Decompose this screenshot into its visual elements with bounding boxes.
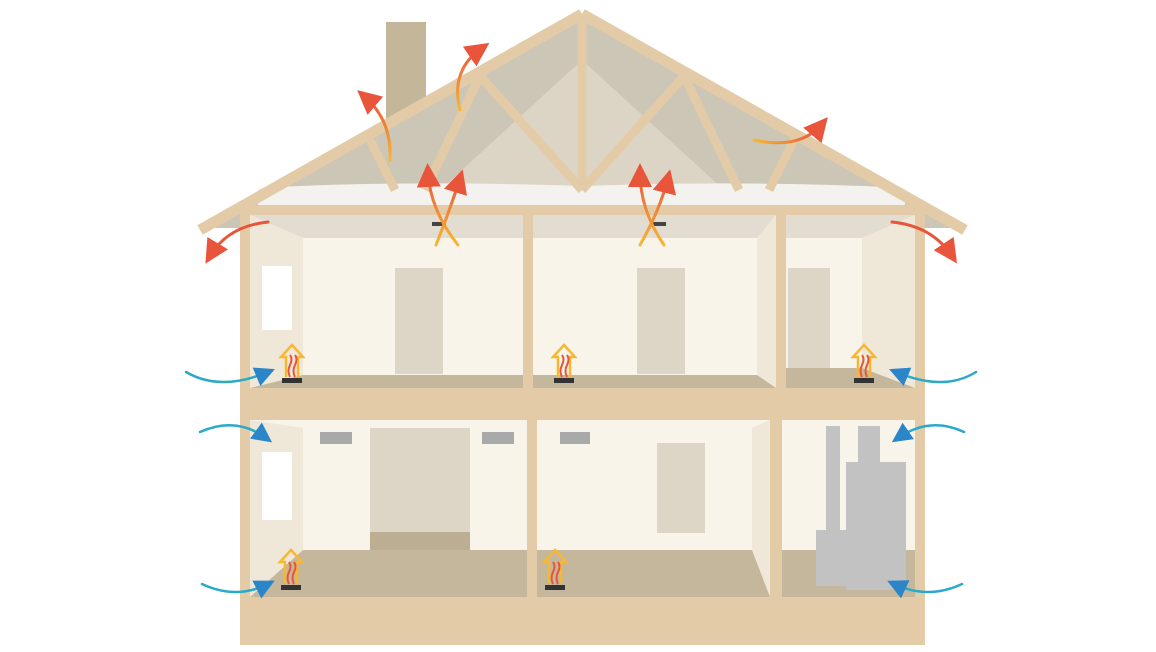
register-heat-icon	[550, 343, 578, 383]
warm-air-arrow	[205, 220, 270, 264]
attic-insulation	[258, 183, 905, 206]
wall-vent	[482, 432, 514, 444]
register-heat-icon	[277, 548, 305, 590]
furnace	[816, 426, 906, 590]
warm-air-arrow	[456, 42, 490, 112]
wall-vent	[560, 432, 590, 444]
window	[262, 266, 292, 330]
warm-air-arrow	[638, 169, 677, 247]
warm-air-arrow	[416, 163, 460, 247]
cold-air-arrow	[887, 580, 964, 599]
door	[788, 268, 830, 368]
ceiling-light	[652, 222, 666, 226]
cold-air-arrow	[889, 367, 978, 387]
upper-room-2	[533, 215, 776, 388]
cold-air-arrow	[184, 367, 275, 387]
door	[657, 443, 705, 533]
warm-air-leaks	[205, 42, 957, 264]
attic	[212, 18, 952, 228]
lower-room-2	[537, 420, 770, 597]
ceiling-light	[432, 222, 446, 226]
cold-air-arrow	[200, 580, 275, 599]
cold-air-arrow	[891, 422, 966, 443]
warm-air-arrow	[628, 163, 666, 247]
cold-air-arrow	[198, 422, 273, 443]
house-frame	[240, 205, 925, 645]
lower-room-1	[250, 420, 527, 597]
register-heat-icon	[850, 343, 878, 383]
warm-air-arrow	[357, 90, 392, 162]
register-heat-icon	[278, 343, 306, 383]
warm-air-arrow	[434, 169, 467, 247]
heat-registers	[277, 343, 878, 590]
warm-air-arrow	[890, 220, 957, 264]
window	[262, 452, 292, 520]
warm-air-arrow	[752, 117, 828, 145]
door	[637, 268, 685, 374]
upper-room-3	[786, 215, 915, 388]
register-heat-icon	[541, 548, 569, 590]
lower-room-3	[782, 420, 915, 597]
wall-vent	[320, 432, 352, 444]
cold-air-leaks	[184, 367, 978, 599]
roof	[197, 9, 968, 235]
door	[395, 268, 443, 374]
